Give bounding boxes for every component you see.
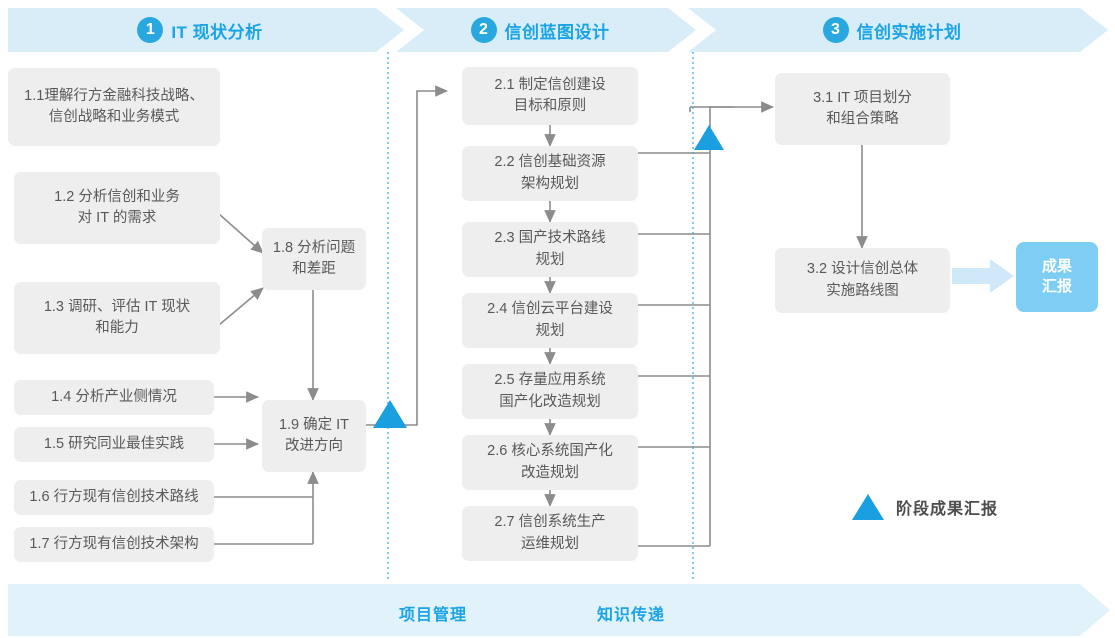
milestone-triangle-stage2 [694,125,724,150]
task-box-2-3[interactable]: 2.3 国产技术路线 规划 [462,222,638,277]
task-box-3-1[interactable]: 3.1 IT 项目划分 和组合策略 [775,73,950,145]
stage-banner-3[interactable]: 3 信创实施计划 [688,8,1108,52]
task-box-1-1[interactable]: 1.1理解行方金融科技战略、 信创战略和业务模式 [8,68,220,146]
task-box-1-3[interactable]: 1.3 调研、评估 IT 现状 和能力 [14,282,220,354]
band-label-project-management: 项目管理 [399,607,468,624]
stage-banner-2[interactable]: 2 信创蓝图设计 [396,8,696,52]
task-box-1-8[interactable]: 1.8 分析问题 和差距 [262,228,366,290]
task-box-1-5[interactable]: 1.5 研究同业最佳实践 [14,427,214,462]
wire-1-2-to-1-8 [218,213,264,254]
task-box-2-1[interactable]: 2.1 制定信创建设 目标和原则 [462,67,638,125]
stage-banner-1[interactable]: 1 IT 现状分析 [8,8,404,52]
bottom-band-arrow [8,584,1110,636]
stage-label-1: IT 现状分析 [171,22,263,42]
stage-number-3: 3 [822,17,849,43]
band-label-knowledge-transfer: 知识传递 [597,607,666,624]
result-report-box[interactable]: 成果 汇报 [1016,242,1098,312]
task-box-2-6[interactable]: 2.6 核心系统国产化 改造规划 [462,435,638,490]
task-box-1-4[interactable]: 1.4 分析产业侧情况 [14,380,214,415]
task-box-1-9[interactable]: 1.9 确定 IT 改进方向 [262,400,366,472]
legend-label: 阶段成果汇报 [896,501,999,518]
task-box-2-2[interactable]: 2.2 信创基础资源 架构规划 [462,146,638,201]
wire-1-3-to-1-8 [218,287,264,326]
stage-label-2: 信创蓝图设计 [504,22,610,42]
stage-number-1: 1 [137,17,164,43]
stage-number-2: 2 [470,17,497,43]
task-box-1-7[interactable]: 1.7 行方现有信创技术架构 [14,527,214,562]
result-arrow-icon [952,259,1014,293]
task-box-1-2[interactable]: 1.2 分析信创和业务 对 IT 的需求 [14,172,220,244]
milestone-triangle-stage1 [373,400,407,428]
wire-1-9-to-2-1 [365,85,448,426]
stage-label-3: 信创实施计划 [856,22,962,42]
legend: 阶段成果汇报 [852,494,998,520]
triangle-milestone-icon [852,494,884,520]
task-box-2-4[interactable]: 2.4 信创云平台建设 规划 [462,293,638,348]
task-box-1-6[interactable]: 1.6 行方现有信创技术路线 [14,480,214,515]
task-box-2-7[interactable]: 2.7 信创系统生产 运维规划 [462,506,638,561]
wire-bus-corner [709,106,733,112]
task-box-2-5[interactable]: 2.5 存量应用系统 国产化改造规划 [462,364,638,419]
task-box-3-2[interactable]: 3.2 设计信创总体 实施路线图 [775,248,950,313]
